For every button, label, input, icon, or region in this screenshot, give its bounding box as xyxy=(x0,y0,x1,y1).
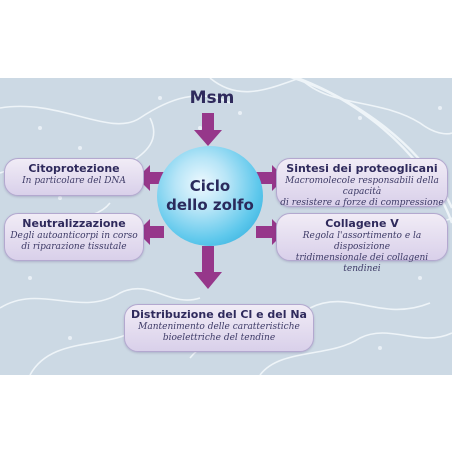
sulfur-cycle-circle: Ciclo dello zolfo xyxy=(157,146,263,246)
collagene-title: Collagene V xyxy=(325,217,399,230)
distribuzione-desc-2: bioelettriche del tendine xyxy=(162,333,276,343)
collagene-desc-2: tridimensionale dei collageni tendinei xyxy=(295,253,429,274)
neutralizzazione-box: Neutralizzazione Degli autoanticorpi in … xyxy=(4,213,144,261)
citoprotezione-desc: In particolare del DNA xyxy=(22,176,126,186)
center-label-line1: Ciclo xyxy=(189,177,231,195)
msm-label: Msm xyxy=(189,88,235,108)
neutralizzazione-desc-2: di riparazione tissutale xyxy=(21,242,127,252)
citoprotezione-title: Citoprotezione xyxy=(28,162,120,175)
neutralizzazione-title: Neutralizzazione xyxy=(22,217,126,230)
collagene-box: Collagene V Regola l'assortimento e la d… xyxy=(276,213,448,274)
arrow-down-top xyxy=(194,113,222,146)
distribuzione-title: Distribuzione del Cl e del Na xyxy=(131,308,307,321)
sintesi-title: Sintesi dei proteoglicani xyxy=(286,162,438,175)
collagene-desc-1: Regola l'assortimento e la disposizione xyxy=(302,231,422,252)
sintesi-desc-2: di resistere a forze di compressione xyxy=(280,198,444,208)
arrow-down-bottom xyxy=(194,246,222,289)
citoprotezione-box: Citoprotezione In particolare del DNA xyxy=(4,158,144,196)
distribuzione-box: Distribuzione del Cl e del Na Mantenimen… xyxy=(124,304,314,352)
neutralizzazione-desc-1: Degli autoanticorpi in corso xyxy=(10,231,138,241)
center-label-line2: dello zolfo xyxy=(166,196,254,214)
sintesi-desc-1: Macromolecole responsabili della capacit… xyxy=(285,176,439,197)
sintesi-proteoglicani-box: Sintesi dei proteoglicani Macromolecole … xyxy=(276,158,448,208)
distribuzione-desc-1: Mantenimento delle caratteristiche xyxy=(138,322,300,332)
